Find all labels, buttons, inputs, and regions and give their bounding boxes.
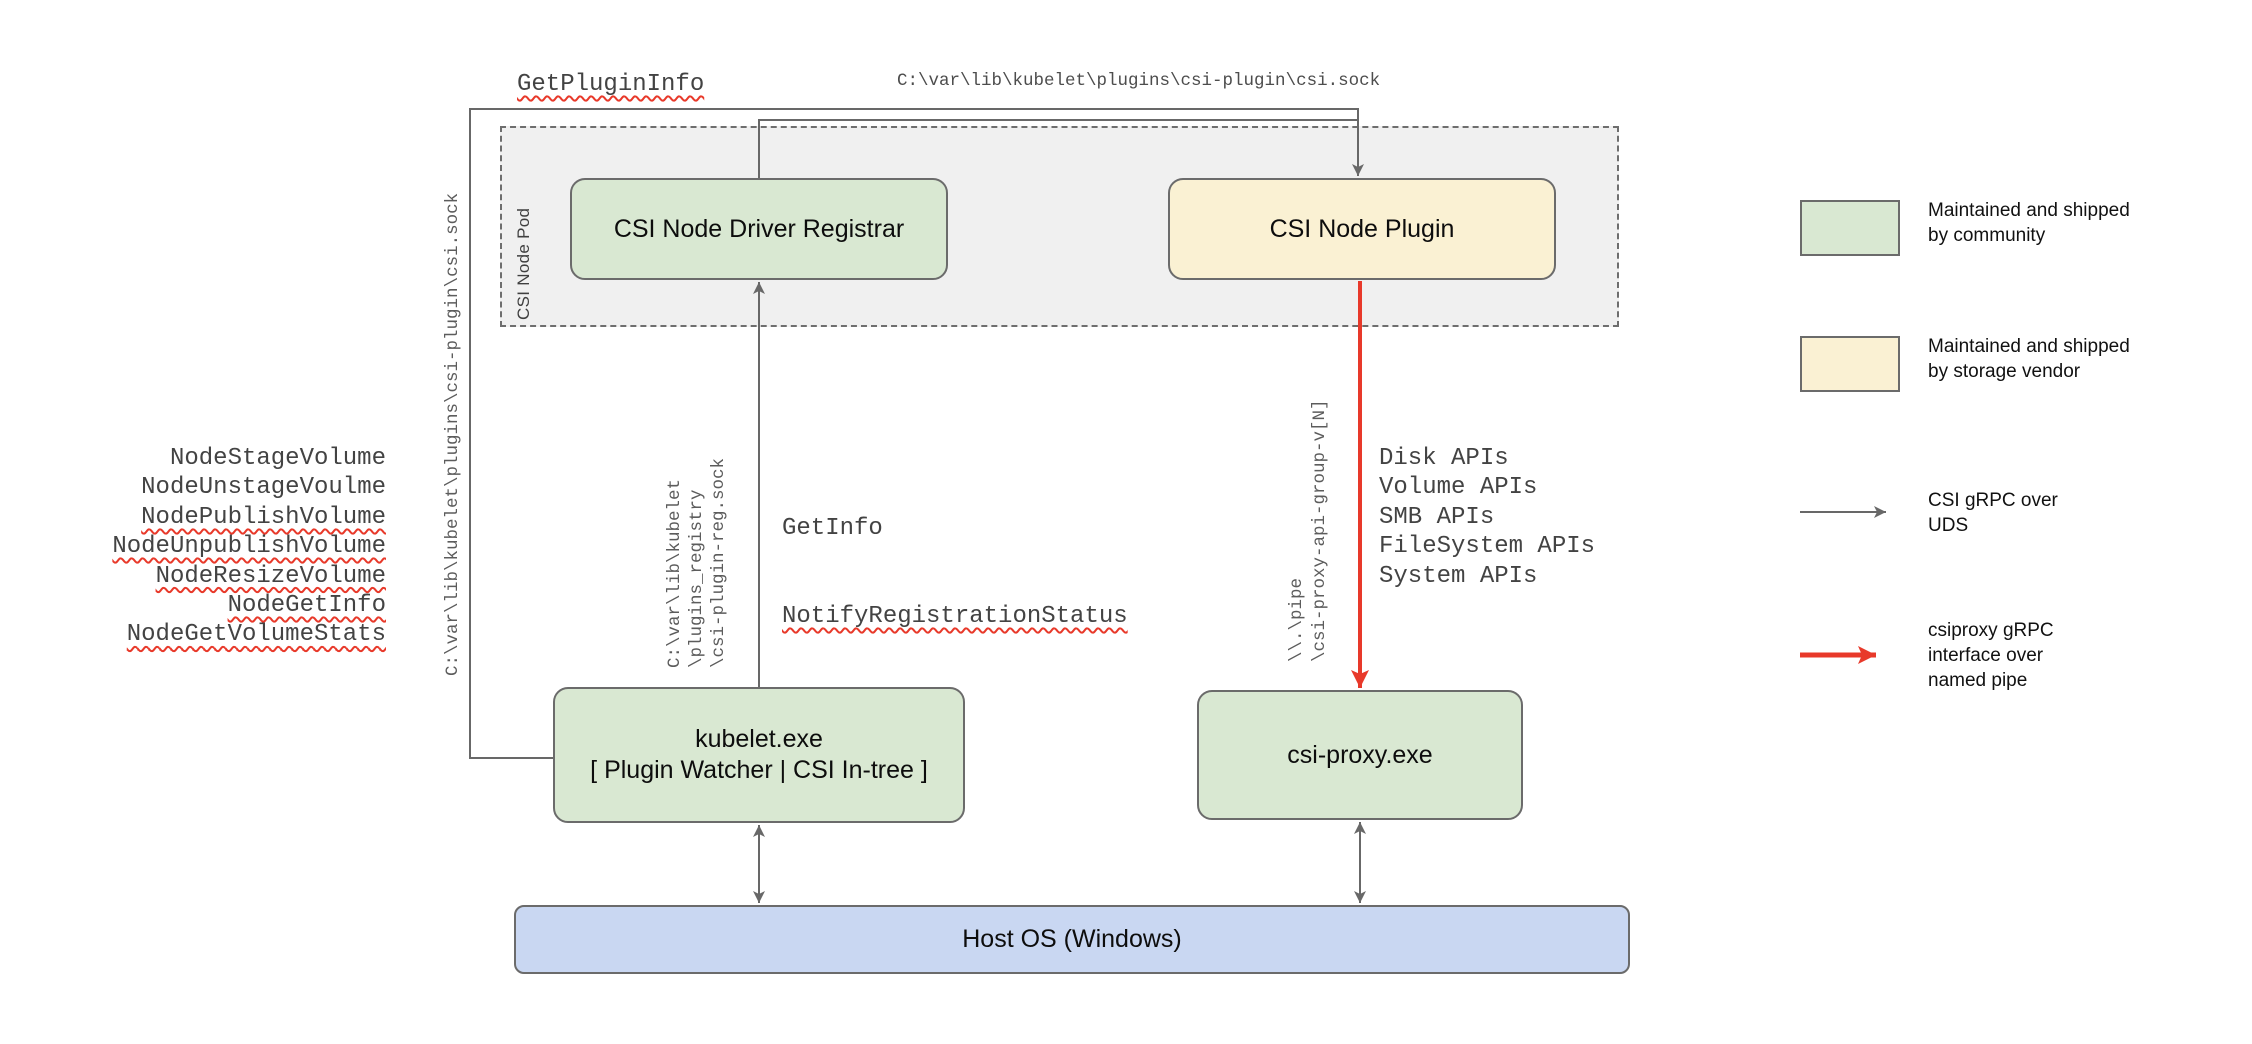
node-call-label: NodeStageVolume xyxy=(169,445,386,472)
host-os-label: Host OS (Windows) xyxy=(962,925,1182,953)
plugin-label: CSI Node Plugin xyxy=(1269,214,1455,243)
api-group-label: Volume APIs xyxy=(1379,474,1538,502)
legend-line: interface over xyxy=(1928,645,2044,666)
node-csi-proxy: csi-proxy.exe xyxy=(1197,690,1523,820)
named-pipe-line: \\.\pipe xyxy=(1287,577,1307,662)
legend-vendor-text: Maintained and shipped by storage vendor xyxy=(1928,334,2130,384)
registrar-to-plugin-wire xyxy=(758,119,1358,178)
node-call-label: NodeUnpublishVolume xyxy=(112,533,386,561)
notify-registration-status-label: NotifyRegistrationStatus xyxy=(782,603,1128,631)
kubelet-label-line2: [ Plugin Watcher | CSI In-tree ] xyxy=(590,756,928,784)
node-kubelet: kubelet.exe [ Plugin Watcher | CSI In-tr… xyxy=(553,687,965,823)
legend-line: by community xyxy=(1928,225,2046,246)
node-call-label: NodeGetVolumeStats xyxy=(126,621,386,649)
legend-community-swatch xyxy=(1800,200,1900,256)
named-pipe-line: \csi-proxy-api-group-v[N] xyxy=(1310,399,1330,662)
named-pipe-path-label: \\.\pipe\csi-proxy-api-group-v[N] xyxy=(1286,399,1332,662)
node-csi-node-plugin: CSI Node Plugin xyxy=(1168,178,1556,280)
legend-line: named pipe xyxy=(1928,670,2028,691)
csi-proxy-label: csi-proxy.exe xyxy=(1287,740,1433,769)
node-call-label: NodePublishVolume xyxy=(141,503,386,531)
legend-line: Maintained and shipped xyxy=(1928,336,2130,357)
node-csi-node-driver-registrar: CSI Node Driver Registrar xyxy=(570,178,948,280)
api-group-label: FileSystem APIs xyxy=(1379,533,1596,561)
csi-sock-path-label-top: C:\var\lib\kubelet\plugins\csi-plugin\cs… xyxy=(897,71,1381,91)
legend-vendor-swatch xyxy=(1800,336,1900,392)
node-call-label: NodeGetInfo xyxy=(227,592,386,620)
legend-line: CSI gRPC over xyxy=(1928,490,2058,511)
legend-line: UDS xyxy=(1928,515,1969,536)
registrar-label: CSI Node Driver Registrar xyxy=(613,214,905,243)
registry-sock-line: \plugins_registry xyxy=(687,489,707,668)
node-call-label: NodeResizeVolume xyxy=(155,562,386,590)
api-group-label: SMB APIs xyxy=(1379,503,1495,531)
node-call-label: NodeUnstageVoulme xyxy=(141,474,386,502)
registration-calls: GetInfo NotifyRegistrationStatus xyxy=(782,455,1128,690)
csi-sock-path-label-left: C:\var\lib\kubelet\plugins\csi-plugin\cs… xyxy=(443,192,463,676)
api-group-label: System APIs xyxy=(1379,562,1538,590)
registry-sock-line: C:\var\lib\kubelet xyxy=(665,478,685,668)
legend-community-text: Maintained and shipped by community xyxy=(1928,198,2130,248)
kubelet-label-line1: kubelet.exe xyxy=(695,725,823,753)
legend-line: Maintained and shipped xyxy=(1928,200,2130,221)
legend-namedpipe-text: csiproxy gRPC interface over named pipe xyxy=(1928,618,2054,693)
get-info-label: GetInfo xyxy=(782,514,883,542)
legend-uds-text: CSI gRPC over UDS xyxy=(1928,488,2058,538)
node-host-os: Host OS (Windows) xyxy=(514,905,1630,974)
get-plugin-info-label: GetPluginInfo xyxy=(517,71,705,98)
legend-line: csiproxy gRPC xyxy=(1928,620,2054,641)
registry-sock-line: \csi-plugin-reg.sock xyxy=(709,457,729,668)
legend-line: by storage vendor xyxy=(1928,361,2081,382)
api-group-label: Disk APIs xyxy=(1379,445,1509,472)
get-plugin-info-arrow xyxy=(469,108,1364,759)
registry-sock-path-label: C:\var\lib\kubelet\plugins_registry\csi-… xyxy=(664,458,730,668)
